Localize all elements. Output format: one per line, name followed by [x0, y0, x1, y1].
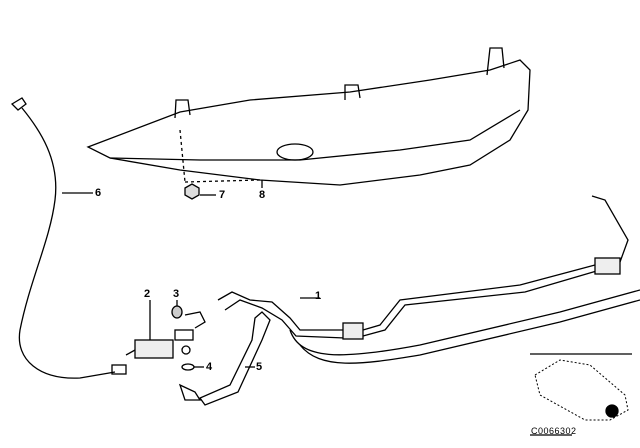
trim-panel: [86, 47, 531, 186]
cable-harness: [217, 195, 640, 364]
part-label-7: 7: [219, 189, 226, 201]
part-label-3: 3: [173, 288, 180, 300]
clip: [171, 300, 183, 319]
part-label-1: 1: [315, 290, 322, 302]
part-label-5: 5: [256, 361, 263, 373]
antenna-cable: [10, 97, 127, 379]
washer: [178, 363, 204, 401]
bracket: [199, 311, 271, 406]
part-label-8: 8: [259, 189, 266, 201]
part-label-2: 2: [144, 288, 151, 300]
amplifier-module: [125, 300, 206, 359]
car-inset: [530, 353, 632, 436]
part-label-4: 4: [206, 361, 213, 373]
nut: [184, 183, 216, 200]
part-label-6: 6: [95, 187, 102, 199]
diagram-code: C0066302: [531, 426, 577, 436]
